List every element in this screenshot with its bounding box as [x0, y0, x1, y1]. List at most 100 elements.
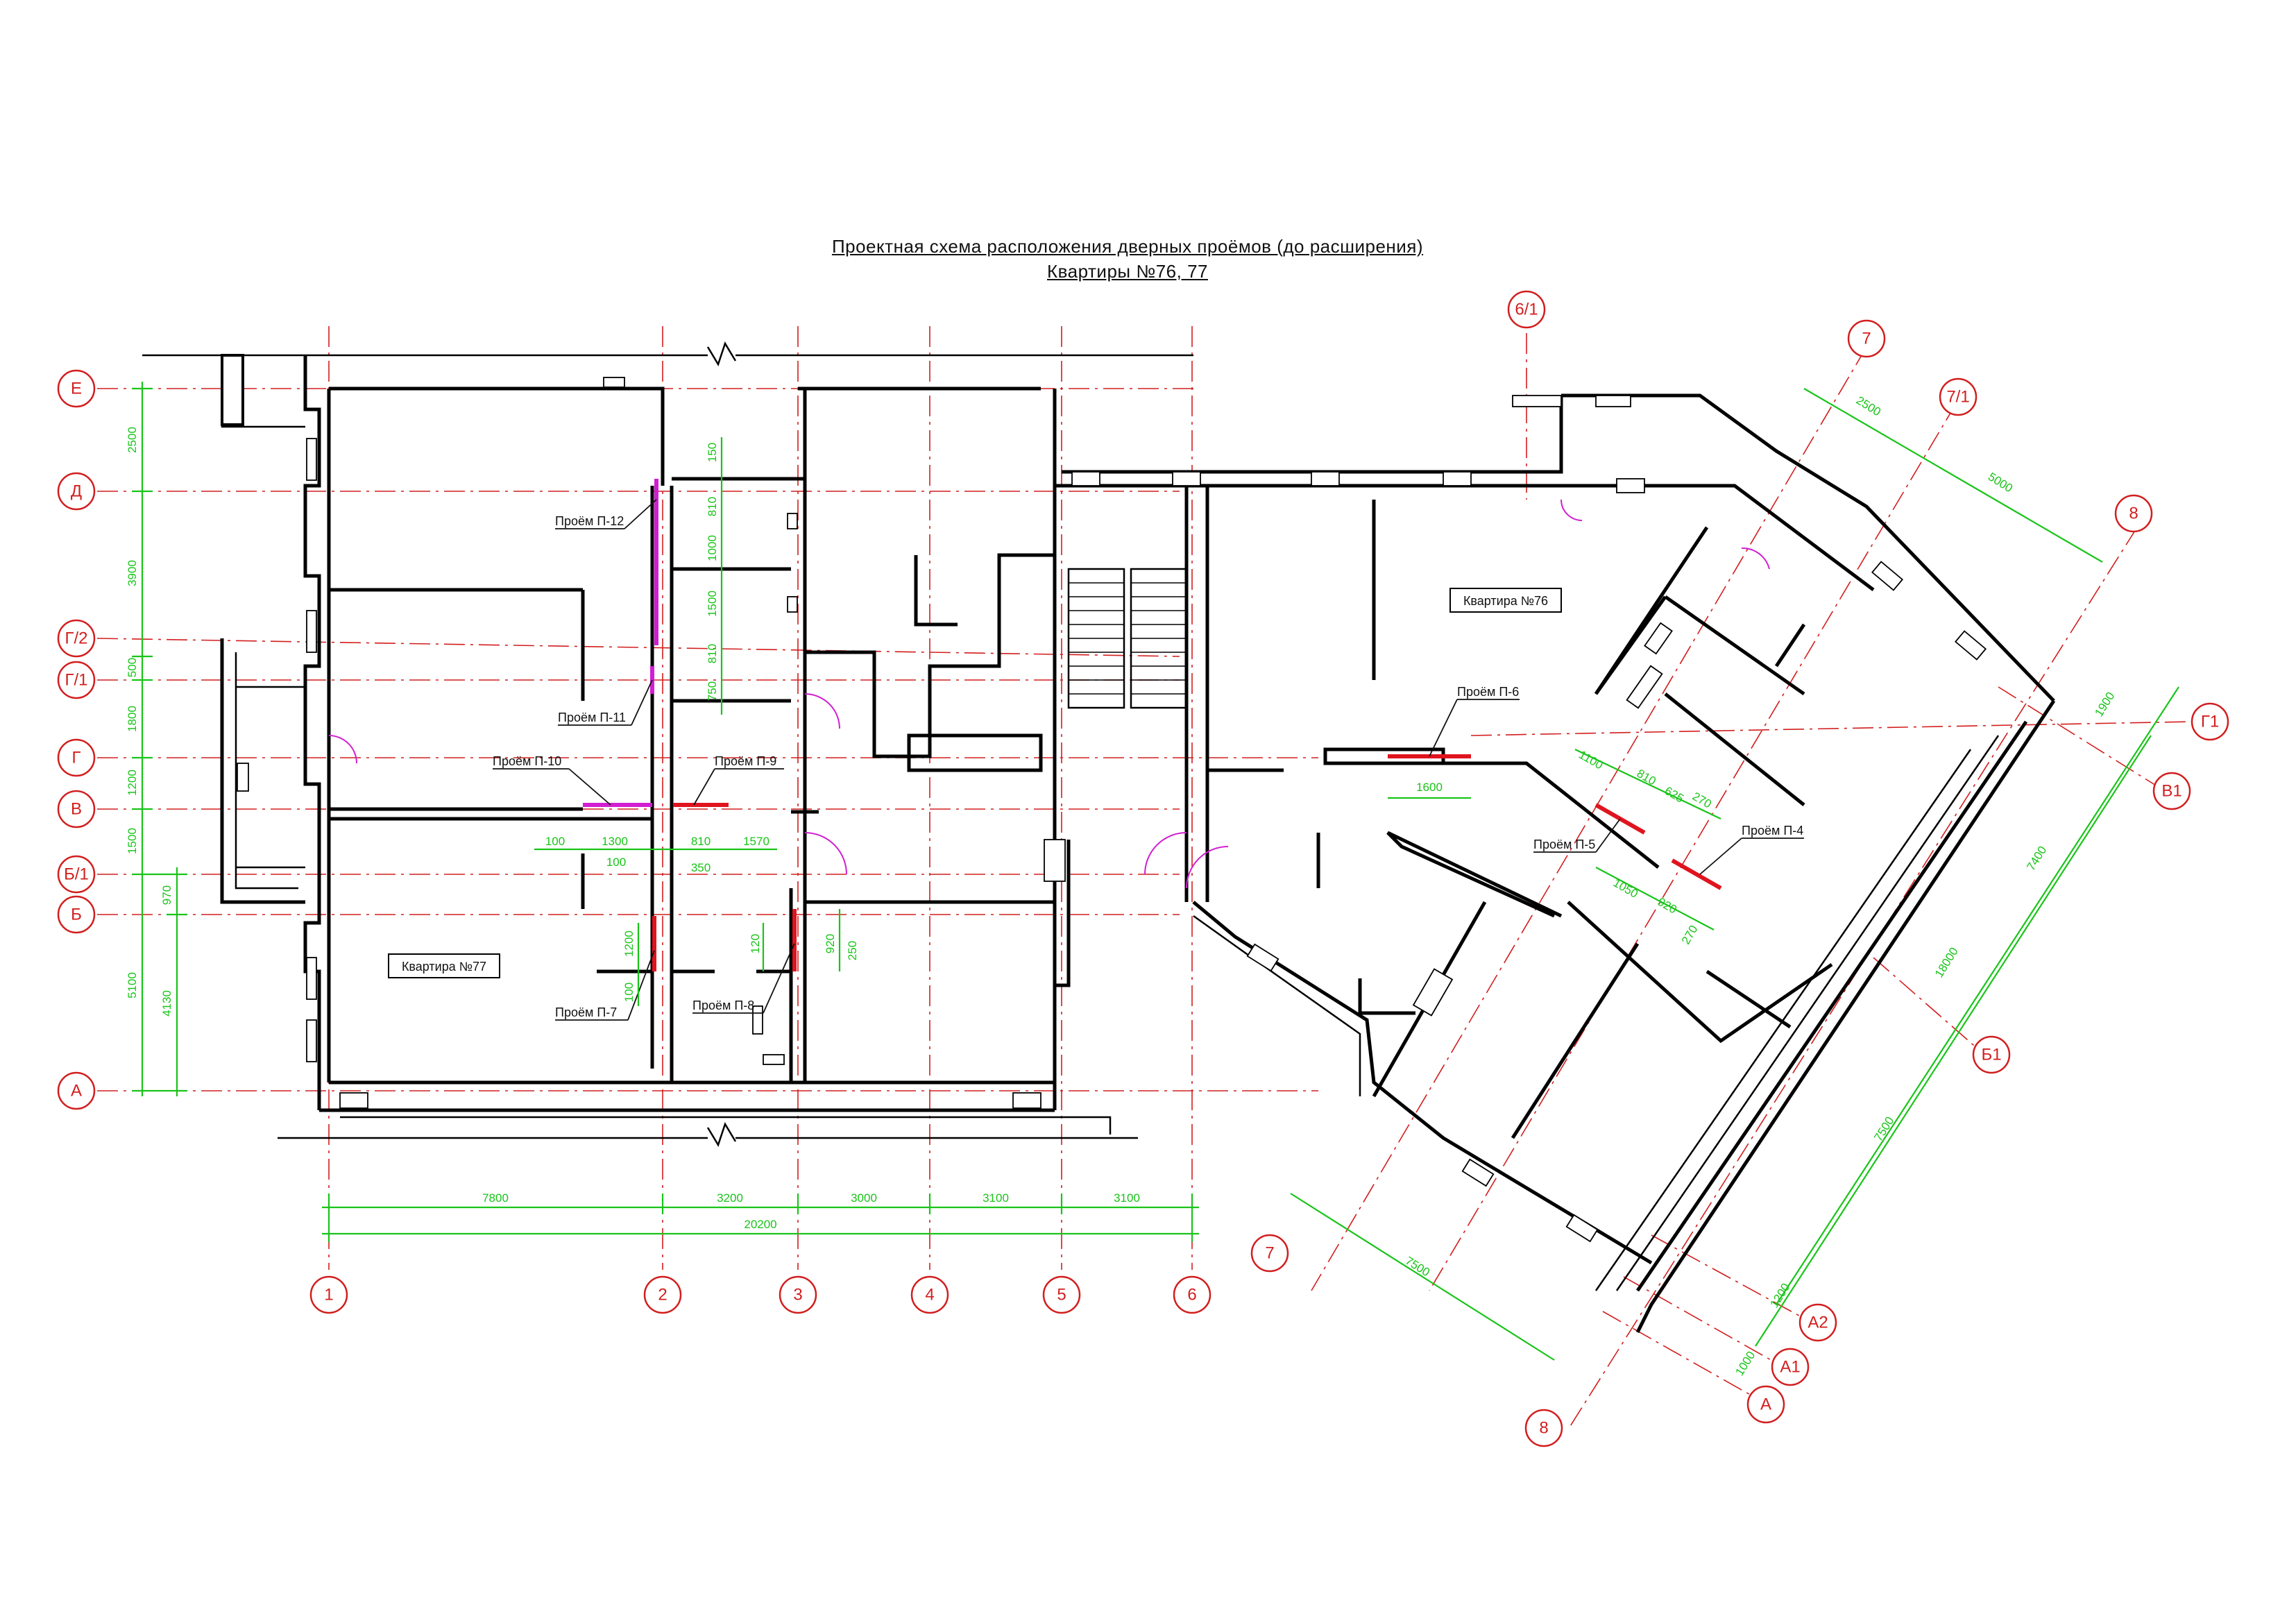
- svg-text:100: 100: [606, 856, 626, 869]
- svg-text:1300: 1300: [602, 835, 628, 848]
- bubble-wing-A: [1746, 1385, 1785, 1424]
- svg-text:3200: 3200: [717, 1191, 743, 1205]
- svg-text:1500: 1500: [126, 828, 139, 854]
- svg-text:20200: 20200: [744, 1218, 776, 1231]
- svg-text:1000: 1000: [1733, 1349, 1758, 1378]
- svg-text:1500: 1500: [706, 590, 719, 617]
- bubble-col-6: [1173, 1275, 1211, 1314]
- svg-text:7: 7: [1265, 1244, 1274, 1263]
- svg-text:7400: 7400: [2024, 844, 2049, 873]
- bubble-wing-B1: [1972, 1035, 2011, 1074]
- svg-text:500: 500: [126, 658, 139, 677]
- bubble-wing-7-top: [1847, 319, 1886, 358]
- svg-text:7800: 7800: [482, 1191, 509, 1205]
- grid-bubbles-wing: 6/1 7 7/1 8 Г1 В1 Б1 А2 А1 А 7 8: [1250, 290, 2229, 1447]
- svg-text:3100: 3100: [983, 1191, 1009, 1205]
- label-p9: Проём П-9: [715, 754, 776, 768]
- label-p4: Проём П-4: [1742, 824, 1803, 838]
- opening-p4-mark: [1671, 858, 1722, 890]
- grid-wing-A: [1602, 1311, 1763, 1402]
- dimensions-left: 2500 3900 500 1800 1200 1500 5100 970 41…: [126, 382, 187, 1096]
- svg-text:А: А: [1760, 1395, 1771, 1414]
- svg-text:750: 750: [706, 681, 719, 701]
- walls-left-block: [142, 341, 1193, 1147]
- svg-text:2500: 2500: [1854, 393, 1883, 418]
- drawing-title: Проектная схема расположения дверных про…: [831, 236, 1424, 257]
- svg-text:810: 810: [1635, 767, 1658, 788]
- svg-text:8: 8: [1539, 1419, 1548, 1438]
- apartment-labels: Квартира №77 Квартира №76: [388, 588, 1562, 978]
- dimensions-wing: 1600 1100 810 625 270 1050 920 270 2500 …: [1290, 388, 2179, 1378]
- svg-text:5000: 5000: [1986, 470, 2015, 495]
- svg-text:Б1: Б1: [1981, 1046, 2001, 1064]
- svg-text:810: 810: [706, 497, 719, 516]
- opening-labels: Проём П-12 Проём П-11 Проём П-10 Проём П…: [493, 499, 1804, 1021]
- grid-lines-rows: [96, 388, 1318, 1091]
- bubble-row-G1: [57, 661, 96, 699]
- bubble-row-B1: [57, 855, 96, 894]
- svg-text:Г: Г: [72, 749, 81, 767]
- svg-text:Е: Е: [71, 380, 82, 398]
- dimensions-center: 150 810 1000 1500 810 750 100 1300 100 8…: [534, 437, 859, 1006]
- grid-wing-B1: [1873, 957, 1985, 1055]
- svg-text:6: 6: [1187, 1286, 1196, 1305]
- bubble-wing-G1: [2191, 702, 2229, 741]
- svg-text:1900: 1900: [2092, 690, 2117, 719]
- bubble-col-4: [910, 1275, 949, 1314]
- svg-text:1200: 1200: [126, 770, 139, 796]
- svg-text:810: 810: [706, 644, 719, 663]
- svg-text:3900: 3900: [126, 560, 139, 586]
- svg-text:3: 3: [793, 1286, 802, 1305]
- label-p7: Проём П-7: [555, 1005, 617, 1019]
- svg-text:В: В: [71, 800, 82, 819]
- svg-text:Б/1: Б/1: [64, 865, 89, 884]
- svg-text:1000: 1000: [706, 535, 719, 561]
- grid-wing-A1: [1623, 1276, 1784, 1368]
- label-apartment-76: Квартира №76: [1463, 594, 1548, 608]
- bubble-wing-V1: [2152, 772, 2191, 810]
- dimensions-bottom: 7800 3200 3000 3100 3100 20200: [322, 1191, 1199, 1242]
- svg-text:120: 120: [749, 934, 762, 953]
- svg-text:8: 8: [2129, 504, 2138, 523]
- label-p8: Проём П-8: [692, 999, 754, 1012]
- svg-text:5: 5: [1057, 1286, 1066, 1305]
- drawing-subtitle: Квартиры №76, 77: [1047, 261, 1208, 282]
- svg-text:4130: 4130: [160, 990, 173, 1017]
- svg-text:970: 970: [160, 885, 173, 905]
- label-p12: Проём П-12: [555, 514, 624, 528]
- svg-text:7500: 7500: [1403, 1254, 1432, 1279]
- grid-wing-V1: [1998, 686, 2166, 792]
- bubble-col-2: [643, 1275, 682, 1314]
- svg-text:А1: А1: [1780, 1358, 1800, 1377]
- label-p6: Проём П-6: [1457, 685, 1519, 699]
- svg-text:18000: 18000: [1932, 945, 1961, 980]
- svg-text:1: 1: [324, 1286, 333, 1305]
- svg-text:2500: 2500: [126, 427, 139, 453]
- svg-text:270: 270: [1690, 790, 1714, 811]
- svg-text:810: 810: [691, 835, 711, 848]
- svg-text:А: А: [71, 1082, 82, 1101]
- svg-text:100: 100: [622, 983, 636, 1002]
- svg-text:1200: 1200: [622, 931, 636, 957]
- svg-text:3100: 3100: [1114, 1191, 1140, 1205]
- svg-text:270: 270: [1679, 923, 1701, 946]
- svg-text:7/1: 7/1: [1946, 388, 1969, 407]
- bubble-row-D: [57, 472, 96, 511]
- svg-text:А2: А2: [1808, 1314, 1828, 1332]
- stairs: [1067, 568, 1188, 709]
- svg-text:3000: 3000: [851, 1191, 877, 1205]
- bubble-wing-7-bottom: [1250, 1234, 1289, 1273]
- svg-text:В1: В1: [2161, 782, 2182, 801]
- bubble-row-G: [57, 738, 96, 777]
- bubble-row-E: [57, 369, 96, 408]
- bubble-wing-7-1: [1939, 377, 1978, 416]
- bubble-row-V: [57, 790, 96, 829]
- svg-text:2: 2: [658, 1286, 667, 1305]
- bubble-row-B: [57, 895, 96, 934]
- grid-wing-G1: [1470, 721, 2193, 736]
- bubble-col-1: [309, 1275, 348, 1314]
- door-swings-wing: [1186, 499, 1770, 889]
- svg-text:Г1: Г1: [2201, 713, 2219, 731]
- bubble-wing-6-1: [1507, 290, 1546, 329]
- label-apartment-77: Квартира №77: [402, 960, 486, 974]
